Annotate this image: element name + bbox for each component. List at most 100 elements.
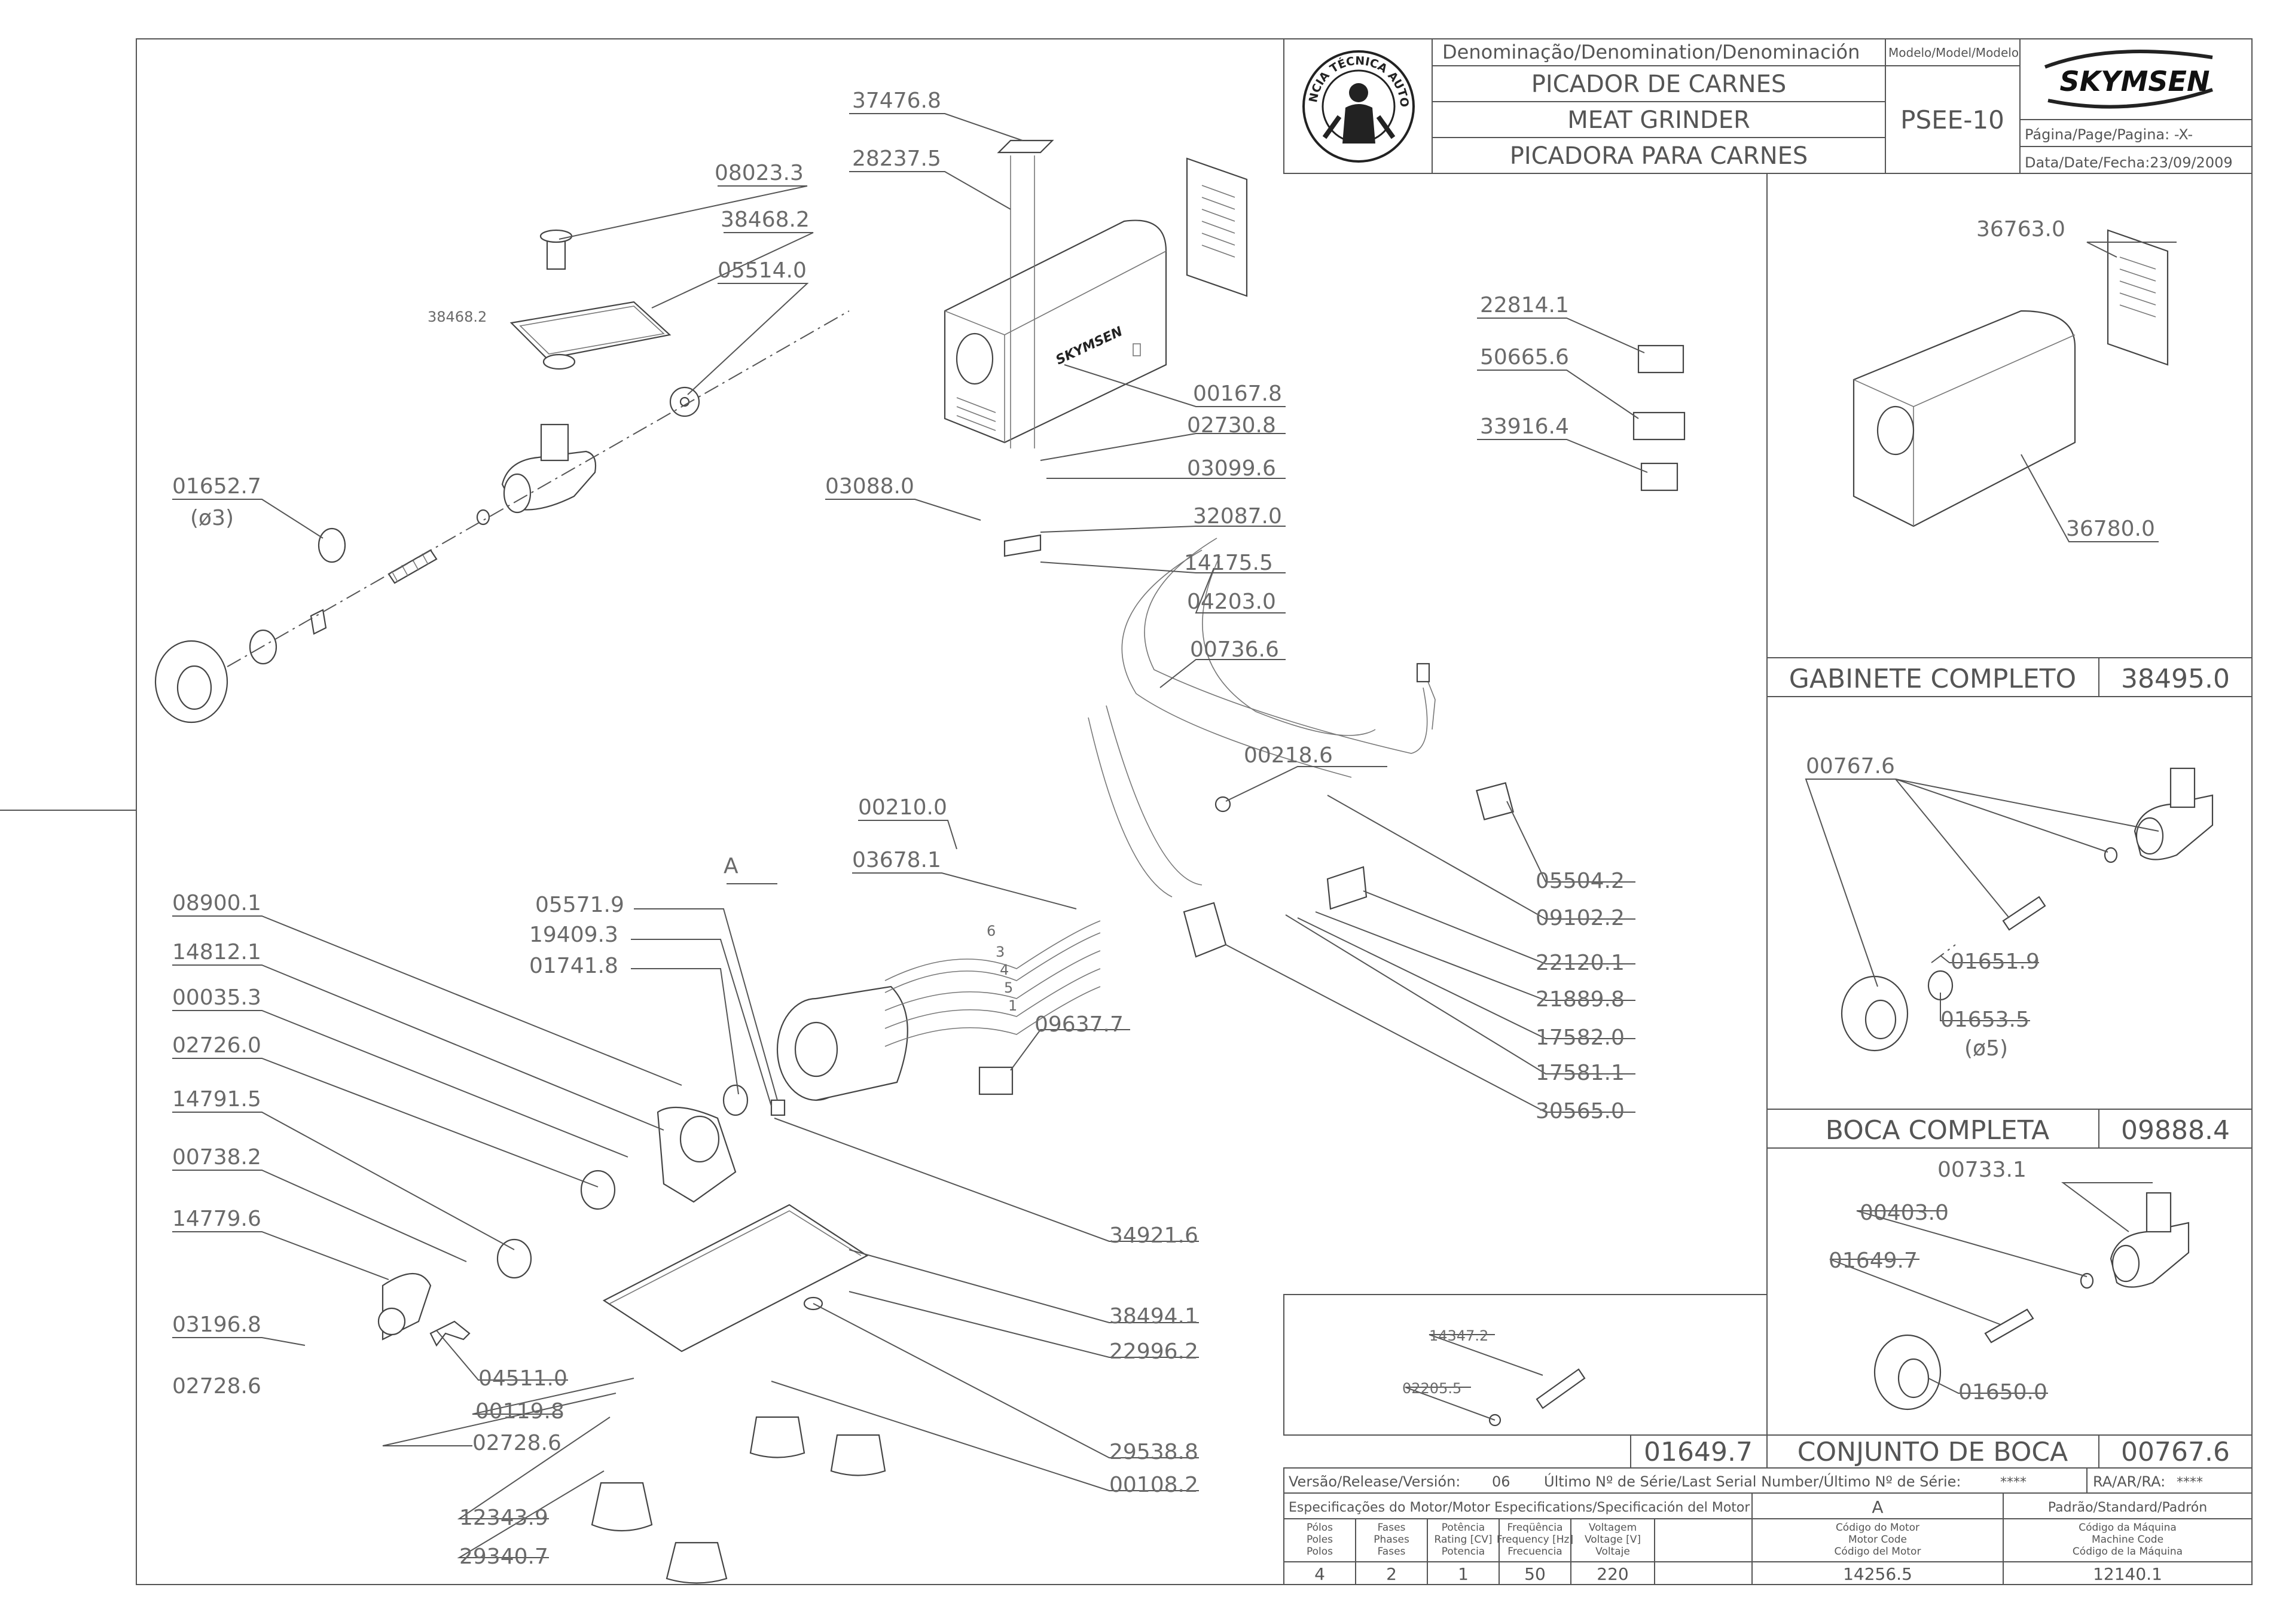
spec-column-value: 12140.1 <box>2093 1564 2162 1584</box>
part-label: 02728.6 <box>172 1374 261 1399</box>
worm-detail <box>1536 1368 1586 1409</box>
part-label: 00738.2 <box>172 1145 261 1170</box>
part-label: 32087.0 <box>1193 504 1282 529</box>
part-label: 00403.0 <box>1860 1201 1949 1225</box>
part-label: 00218.6 <box>1244 743 1333 768</box>
part-label: 00736.6 <box>1190 637 1279 662</box>
wire-number: 5 <box>1004 979 1013 996</box>
date-label: Data/Date/Fecha:23/09/2009 <box>2025 154 2233 171</box>
part-label: 14791.5 <box>172 1087 261 1112</box>
spec-column-header: Polos <box>1307 1546 1333 1558</box>
part-label: 22120.1 <box>1536 951 1625 975</box>
boca-code: 09888.4 <box>2121 1115 2230 1146</box>
part-label: 01650.0 <box>1958 1380 2047 1405</box>
side-panel <box>1186 157 1248 297</box>
spec-column-value: 4 <box>1314 1564 1325 1584</box>
part-label: 21889.8 <box>1536 987 1625 1012</box>
part-label: 36763.0 <box>1976 217 2065 242</box>
gabinete-code: 38495.0 <box>2121 664 2230 694</box>
spec-column-header: Motor Code <box>1848 1534 1907 1546</box>
leader-lines <box>172 113 2177 1558</box>
version-value: 06 <box>1492 1473 1510 1490</box>
spec-column-header: Código do Motor <box>1836 1522 1919 1534</box>
cabinet-drawing: SKYMSEN <box>944 139 1167 557</box>
gabinete-name: GABINETE COMPLETO <box>1789 664 2076 694</box>
part-label: (ø5) <box>1964 1036 2008 1061</box>
serial-label: Último Nº de Série/Last Serial Number/Úl… <box>1544 1472 1961 1490</box>
wire-number: 4 <box>1000 961 1009 978</box>
sticker-50665 <box>1632 411 1686 441</box>
part-label: 38468.2 <box>428 309 487 325</box>
part-label: 08900.1 <box>172 891 261 915</box>
denomination-header: Denominação/Denomination/Denominación <box>1442 41 1860 63</box>
serial-value: **** <box>2000 1475 2027 1490</box>
part-label: 05504.2 <box>1536 869 1625 893</box>
feet <box>591 1416 886 1584</box>
part-label: 00119.8 <box>475 1399 564 1424</box>
hopper-tray <box>509 301 672 360</box>
part-label: 03099.6 <box>1187 456 1276 481</box>
page-label: Página/Page/Pagina: -X- <box>2025 126 2193 143</box>
part-label: 04511.0 <box>478 1366 567 1391</box>
part-label: 29340.7 <box>459 1544 548 1569</box>
wire-numbers: 6 3 4 5 1 <box>987 923 1017 1014</box>
part-label: 19409.3 <box>529 923 618 947</box>
part-label: 09102.2 <box>1536 906 1625 930</box>
part-label: 00767.6 <box>1806 754 1895 779</box>
part-label: 12343.9 <box>459 1506 548 1530</box>
spec-column-header: Voltaje <box>1595 1546 1630 1558</box>
part-label: 02728.6 <box>472 1431 561 1455</box>
part-drawings: SKYMSEN <box>154 139 2214 1584</box>
head-set-drawing <box>1873 1192 2190 1411</box>
part-label: 37476.8 <box>852 88 941 113</box>
authorized-service-seal: ASSISTÊNCIA TÉCNICA AUTORIZADA <box>0 0 1415 163</box>
spec-column-header: Código da Máquina <box>2079 1522 2177 1534</box>
spec-column-header: Código de la Máquina <box>2073 1546 2183 1558</box>
part-label: 00108.2 <box>1109 1473 1198 1497</box>
label-09637 <box>978 1066 1014 1095</box>
gear-small <box>496 1238 532 1279</box>
motor-ref-callout: A <box>724 854 738 878</box>
part-label: 38494.1 <box>1109 1304 1198 1329</box>
motor-ref: A <box>1872 1497 1883 1517</box>
skymsen-logo: SKYMSEN <box>2044 50 2213 109</box>
complete-head-drawing <box>1841 767 2214 1052</box>
part-label: 00733.1 <box>1937 1158 2027 1182</box>
part-label: 22996.2 <box>1109 1339 1198 1364</box>
spec-table: Versão/Release/Versión: 06 Último Nº de … <box>1283 1467 2253 1585</box>
part-label: 01652.7 <box>172 474 261 499</box>
wire-number: 6 <box>987 923 996 939</box>
label-05504 <box>1476 782 1514 820</box>
spec-column-value: 220 <box>1597 1564 1628 1584</box>
part-label: 38468.2 <box>721 207 810 232</box>
part-label: 00035.3 <box>172 985 261 1010</box>
spec-column-header: Rating [CV] <box>1435 1534 1493 1546</box>
part-label: 14779.6 <box>172 1207 261 1231</box>
conjunto-ref: 01649.7 <box>1644 1437 1753 1467</box>
version-label: Versão/Release/Versión: <box>1289 1473 1460 1490</box>
conjunto-code: 00767.6 <box>2121 1437 2230 1467</box>
part-label: 34921.6 <box>1109 1223 1198 1248</box>
spec-column-value: 14256.5 <box>1843 1564 1912 1584</box>
part-label: 09637.7 <box>1034 1012 1124 1037</box>
spec-column-header: Machine Code <box>2092 1534 2163 1546</box>
spec-column-header: Pólos <box>1307 1522 1333 1534</box>
svg-text:SKYMSEN: SKYMSEN <box>2060 65 2210 97</box>
svg-text:ASSISTÊNCIA TÉCNICA AUTORIZADA: ASSISTÊNCIA TÉCNICA AUTORIZADA <box>0 0 1411 108</box>
ra-label: RA/AR/RA: <box>2093 1473 2165 1490</box>
part-label: 02205.5 <box>1402 1380 1461 1397</box>
part-label: 08023.3 <box>715 161 804 185</box>
part-label: 14347.2 <box>1429 1327 1488 1344</box>
name-en: MEAT GRINDER <box>1567 106 1750 134</box>
conjunto-name: CONJUNTO DE BOCA <box>1797 1437 2068 1467</box>
part-label: 02730.8 <box>1187 413 1276 438</box>
part-label: 01653.5 <box>1940 1008 2030 1032</box>
spec-column-header: Voltagem <box>1589 1522 1637 1534</box>
power-cable <box>1144 538 1428 754</box>
spec-column-header: Potencia <box>1442 1546 1485 1558</box>
name-pt: PICADOR DE CARNES <box>1531 71 1786 98</box>
part-label: 05571.9 <box>535 893 624 917</box>
motor-drawing <box>776 920 1101 1101</box>
part-label: 17581.1 <box>1536 1061 1625 1085</box>
part-label: 29538.8 <box>1109 1440 1198 1464</box>
